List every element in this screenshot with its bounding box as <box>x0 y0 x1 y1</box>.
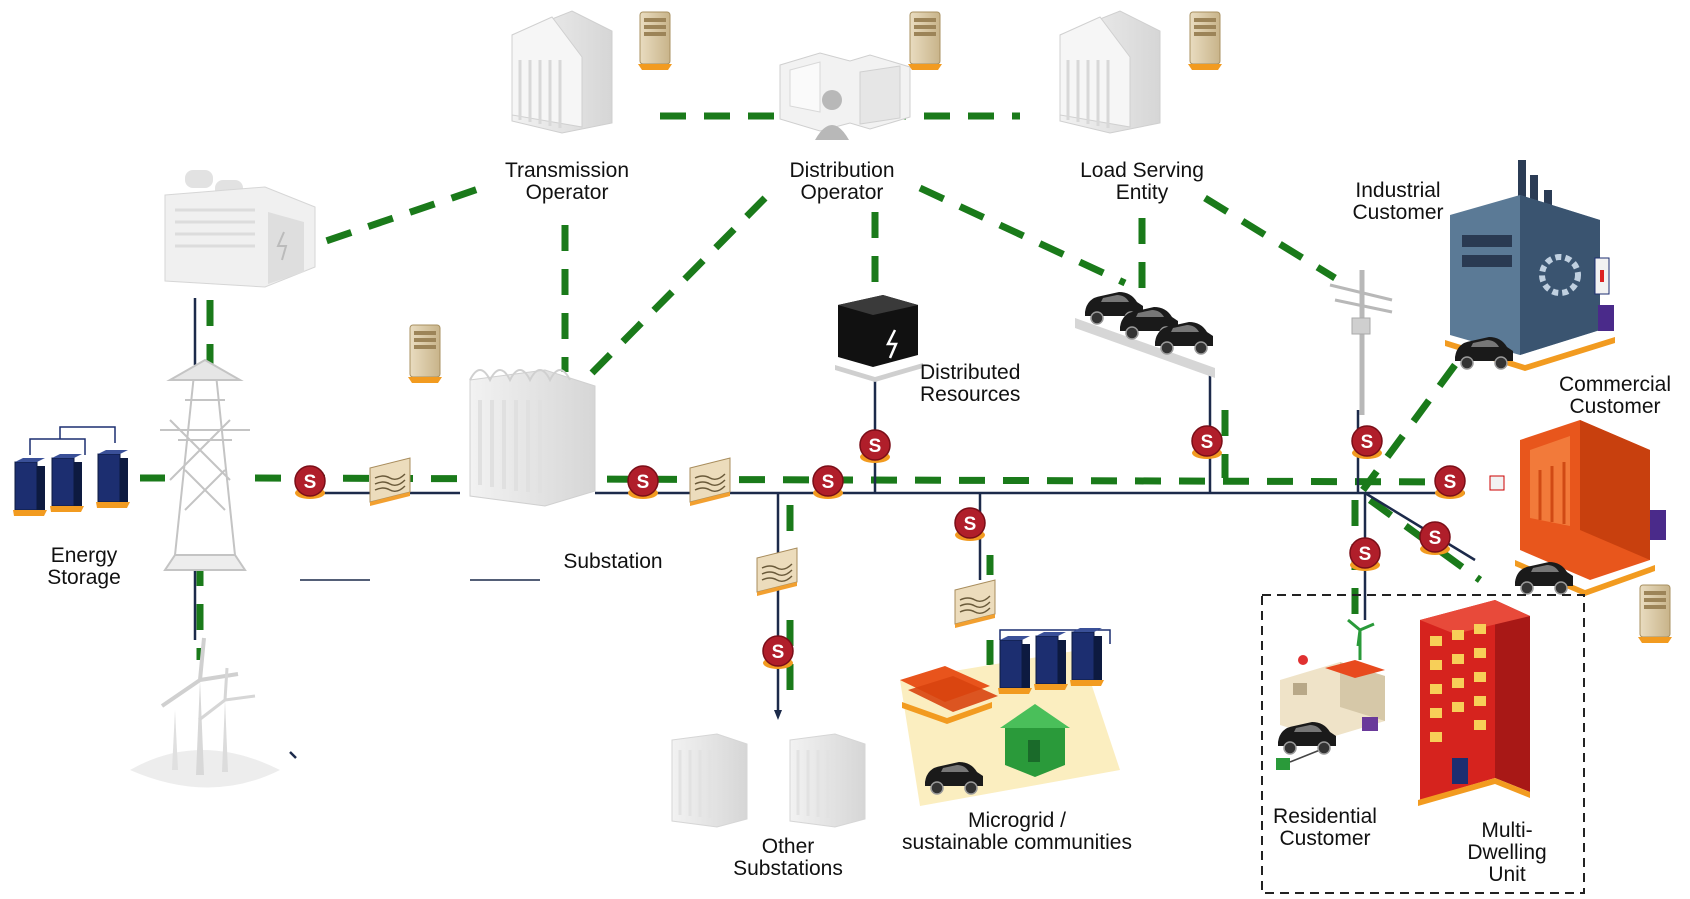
microgrid-label: Microgrid /sustainable communities <box>902 809 1132 854</box>
smart-meter-icon: S <box>1191 425 1223 459</box>
line-sensor-icon <box>369 457 411 507</box>
smart-meter-icon: S <box>812 465 844 499</box>
substation-label: Substation <box>563 550 663 573</box>
smart-meter-badge-text: S <box>1444 472 1457 493</box>
smart-meter-badge-text: S <box>304 472 317 493</box>
commercial-server-icon <box>1637 584 1673 644</box>
smart-meter-badge-text: S <box>964 514 977 535</box>
load-serving-entity-server-icon <box>1187 11 1223 71</box>
smart-meter-badge-text: S <box>1429 528 1442 549</box>
smart-meter-icon: S <box>1419 521 1451 555</box>
wind-turbines-icon <box>130 637 280 788</box>
line-sensor-icon <box>756 547 798 597</box>
line-sensor-icon <box>954 579 996 629</box>
arrow-to-other-substations <box>774 710 782 720</box>
energy-storage-icon <box>12 426 131 517</box>
load-serving-entity-building <box>1059 10 1161 134</box>
transmission-operator-building <box>511 10 613 134</box>
residential-group-box <box>1261 594 1585 894</box>
smart-meter-badge-text: S <box>869 436 882 457</box>
multi-dwelling-unit-icon <box>1418 600 1530 806</box>
smart-meter-badge-text: S <box>1359 544 1372 565</box>
commercial-customer-icon <box>1489 420 1666 596</box>
substation-icon <box>469 369 596 507</box>
substation-server-icon <box>407 324 443 384</box>
ev-fleet-icon <box>1075 291 1215 378</box>
power-plant-icon <box>164 170 316 288</box>
line-sensor-icon <box>689 457 731 507</box>
smart-meter-icon: S <box>1434 465 1466 499</box>
smart-meter-badge-text: S <box>772 642 785 663</box>
industrial-customer-icon <box>1445 160 1615 371</box>
smart-meter-badge-text: S <box>1201 432 1214 453</box>
smart-meter-badge-text: S <box>1361 432 1374 453</box>
smart-meters: S S S S S S S S S S S <box>294 425 1466 669</box>
transmission-tower-icon <box>160 358 250 571</box>
smart-meter-icon: S <box>954 507 986 541</box>
distributed-resources-icon <box>835 295 923 382</box>
distribution-operator-server-icon <box>907 11 943 71</box>
smart-meter-icon: S <box>762 635 794 669</box>
transmission-operator-server-icon <box>637 11 673 71</box>
utility-pole-icon <box>1329 270 1393 415</box>
smart-meter-icon: S <box>1349 537 1381 571</box>
smart-meter-icon: S <box>294 465 326 499</box>
residential-customer-icon <box>1276 618 1385 770</box>
distribution-operator-building <box>779 52 911 140</box>
smart-meter-badge-text: S <box>822 472 835 493</box>
other-substations-icon <box>671 733 866 828</box>
smart-meter-icon: S <box>1351 425 1383 459</box>
smart-meter-icon: S <box>859 429 891 463</box>
smart-meter-icon: S <box>627 465 659 499</box>
smart-meter-badge-text: S <box>637 472 650 493</box>
